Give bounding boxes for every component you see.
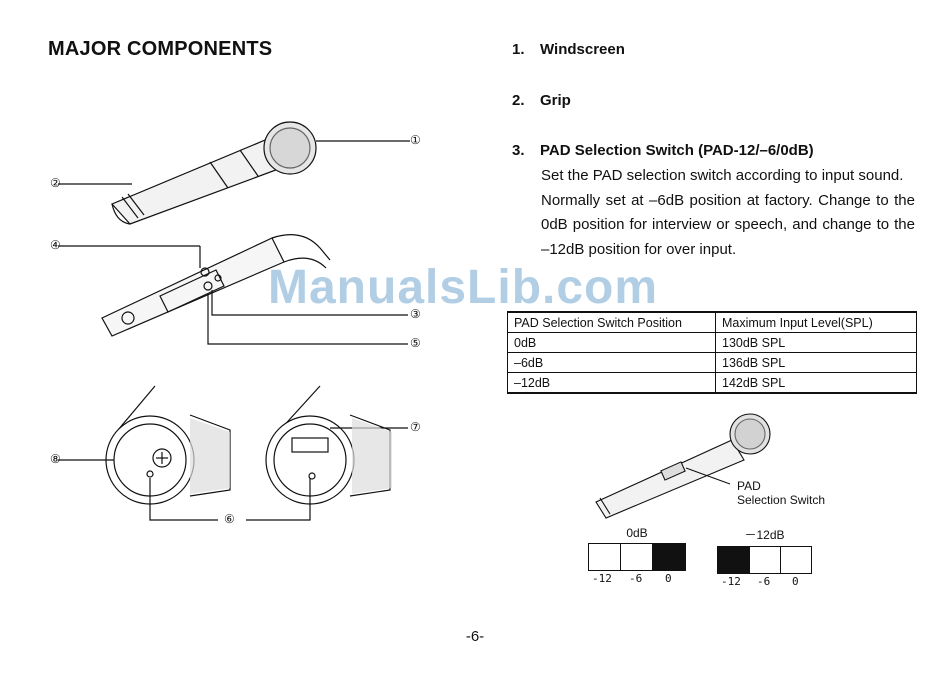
tick-label: 0 [665, 572, 672, 585]
item3-description: Set the PAD selection switch according t… [541, 164, 915, 262]
table-row: 0dB 130dB SPL [507, 332, 917, 353]
tick-label: -12 [721, 575, 741, 588]
item3-paragraph-2: Normally set at –6dB position at factory… [541, 191, 915, 258]
switch-position-minus12 [588, 543, 621, 571]
callout-6: ⑥ [224, 512, 235, 526]
callout-2: ② [50, 176, 61, 190]
switch-position-minus6 [749, 546, 781, 574]
pad-label: PAD [737, 479, 761, 493]
callout-8: ⑧ [50, 452, 61, 466]
table-cell: 136dB SPL [715, 352, 917, 373]
table-header-row: PAD Selection Switch Position Maximum In… [507, 311, 917, 333]
watermark: ManualsLib.com [268, 261, 659, 314]
pad-switch-label: PAD Selection Switch [737, 479, 825, 507]
item-pad-switch: 3.PAD Selection Switch (PAD-12/–6/0dB) [512, 142, 814, 159]
table-cell: 0dB [507, 332, 716, 353]
item-windscreen: 1.Windscreen [512, 41, 625, 58]
table-row: –12dB 142dB SPL [507, 372, 917, 394]
tick-label: 0 [792, 575, 799, 588]
page-number: -6- [465, 628, 485, 645]
tick-label: -12 [592, 572, 612, 585]
callout-1: ① [410, 133, 421, 147]
microphone-grip-illustration [58, 234, 408, 345]
microphone-illustrations [58, 121, 410, 521]
spl-table: PAD Selection Switch Position Maximum In… [507, 311, 917, 394]
tick-label: -6 [629, 572, 643, 585]
switch-diagram-title: －12dB [744, 528, 785, 542]
switch-position-minus12-selected [717, 546, 750, 574]
callout-5: ⑤ [410, 336, 421, 350]
callout-7: ⑦ [410, 420, 421, 434]
table-header-cell: PAD Selection Switch Position [507, 311, 716, 333]
callout-4: ④ [50, 238, 61, 252]
switch-diagram-minus12db: －12dB -12 -6 0 [717, 526, 812, 588]
table-cell: 130dB SPL [715, 332, 917, 353]
page-title: MAJOR COMPONENTS [48, 38, 273, 60]
callout-3: ③ [410, 307, 421, 321]
selection-switch-label: Selection Switch [737, 493, 826, 507]
table-cell: –6dB [507, 352, 716, 373]
table-cell: –12dB [507, 372, 716, 394]
switch-diagram-0db: 0dB -12 -6 0 [588, 526, 686, 585]
switch-position-0 [780, 546, 812, 574]
switch-position-minus6 [620, 543, 653, 571]
item3-paragraph-1: Set the PAD selection switch according t… [541, 167, 904, 184]
pad-switch-microphone-illustration [595, 413, 771, 519]
switch-diagram-title: 0dB [626, 526, 648, 540]
switch-position-0-selected [652, 543, 686, 571]
table-row: –6dB 136dB SPL [507, 352, 917, 373]
microphone-top-illustration [58, 121, 410, 225]
table-cell: 142dB SPL [715, 372, 917, 394]
tick-label: -6 [757, 575, 771, 588]
table-header-cell: Maximum Input Level(SPL) [715, 311, 917, 333]
item-grip: 2.Grip [512, 92, 571, 109]
